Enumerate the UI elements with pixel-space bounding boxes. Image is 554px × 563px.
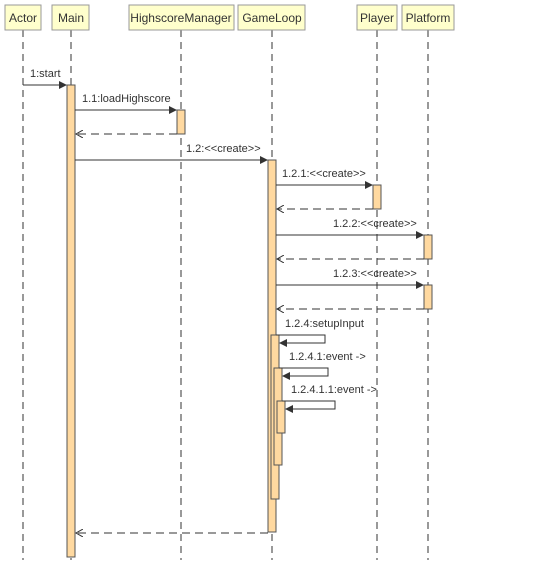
message-start: 1:start bbox=[23, 68, 67, 89]
message-create-platform-1: 1.2.2:<<create>> bbox=[276, 218, 424, 239]
participant-label: Player bbox=[360, 11, 394, 25]
participant-label: Main bbox=[58, 11, 84, 25]
message-label: 1.2.1:<<create>> bbox=[282, 168, 366, 180]
message-label: 1.2.4.1.1:event -> bbox=[291, 384, 377, 396]
message-label: 1.2:<<create>> bbox=[186, 143, 261, 155]
activation-main bbox=[66, 84, 76, 558]
message-create-player: 1.2.1:<<create>> bbox=[276, 168, 373, 189]
message-label: 1.2.4:setupInput bbox=[285, 318, 364, 330]
participant-player: Player bbox=[356, 4, 398, 31]
message-create-platform-2: 1.2.3:<<create>> bbox=[276, 268, 424, 289]
participant-main: Main bbox=[51, 4, 90, 31]
message-create-gameloop: 1.2:<<create>> bbox=[75, 143, 268, 164]
activation-platform-2 bbox=[423, 284, 433, 310]
message-load-highscore: 1.1:loadHighscore bbox=[75, 93, 177, 114]
participant-platform: Platform bbox=[401, 4, 455, 31]
participant-label: Platform bbox=[406, 11, 451, 25]
message-setup-input: 1.2.4:setupInput bbox=[276, 318, 364, 347]
participant-actor: Actor bbox=[4, 4, 42, 31]
participant-gameloop: GameLoop bbox=[237, 4, 306, 31]
participant-label: Actor bbox=[9, 11, 37, 25]
participant-label: GameLoop bbox=[242, 11, 302, 25]
message-label: 1.1:loadHighscore bbox=[82, 93, 171, 105]
activation-platform-1 bbox=[423, 234, 433, 260]
message-label: 1.2.3:<<create>> bbox=[333, 268, 417, 280]
activation-player bbox=[372, 184, 382, 210]
participant-label: HighscoreManager bbox=[130, 11, 231, 25]
message-event-nested: 1.2.4.1.1:event -> bbox=[282, 384, 377, 413]
message-event: 1.2.4.1:event -> bbox=[279, 351, 366, 380]
message-label: 1.2.4.1:event -> bbox=[289, 351, 366, 363]
message-label: 1.2.2:<<create>> bbox=[333, 218, 417, 230]
message-label: 1:start bbox=[30, 68, 61, 80]
participant-highscore-manager: HighscoreManager bbox=[128, 4, 235, 31]
activation-highscore-manager bbox=[176, 109, 186, 135]
activation-event-nested bbox=[276, 400, 286, 434]
